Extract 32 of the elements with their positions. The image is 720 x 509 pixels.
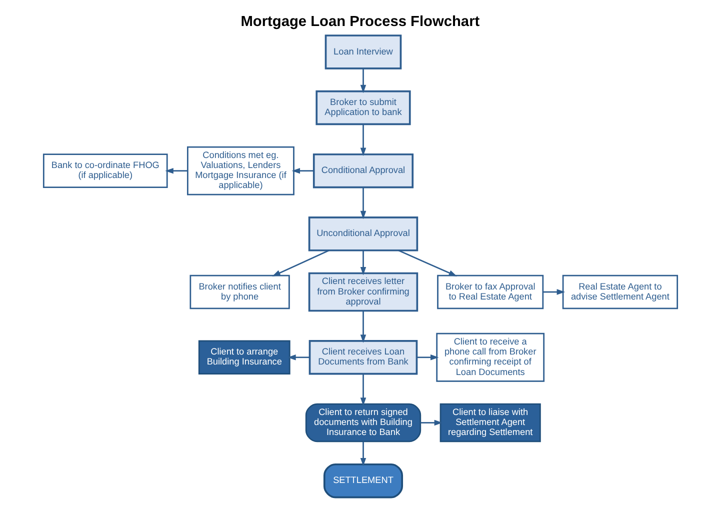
node-box: Unconditional Approval: [308, 216, 418, 252]
node-box: Client to return signed documents with Building Insurance to Bank: [304, 403, 421, 442]
node-box: Conditions met eg. Valuations, Lenders Mortgage Insurance (if applicable): [186, 146, 294, 196]
node-box: Client to liaise with Settlement Agent regarding Settlement: [439, 403, 540, 442]
node-box: Client receives letter from Broker confirming approval: [308, 272, 418, 312]
node-box: Broker notifies client by phone: [189, 274, 290, 310]
node-box: Real Estate Agent to advise Settlement Agent: [562, 274, 678, 310]
arrow: [416, 354, 438, 360]
node-box: Broker to fax Approval to Real Estate Agent: [436, 274, 544, 310]
node-box: Broker to submit Application to bank: [315, 90, 410, 126]
node-box: Bank to co-ordinate FHOG (if applicable): [42, 154, 168, 188]
node-box: Loan Interview: [324, 34, 402, 70]
arrow: [164, 168, 188, 174]
arrow: [542, 289, 565, 295]
diagram-title: Mortgage Loan Process Flowchart: [240, 14, 480, 30]
node-box: Client to arrange Building Insurance: [198, 340, 290, 375]
arrow: [360, 68, 366, 94]
arrow: [360, 442, 366, 466]
node-box: Conditional Approval: [312, 153, 414, 188]
arrow: [420, 420, 442, 426]
arrow: [398, 250, 457, 276]
arrow: [291, 168, 314, 174]
arrow: [272, 250, 329, 276]
node-box: SETTLEMENT: [322, 463, 403, 498]
node-box: Client receives Loan Documents from Bank: [308, 340, 418, 375]
arrow: [360, 188, 366, 220]
arrow: [360, 310, 366, 343]
node-box: Client to receive a phone call from Broker confirming receipt of Loan Documents: [436, 332, 544, 382]
arrow: [360, 124, 366, 156]
arrow: [287, 354, 309, 360]
arrow: [360, 250, 366, 276]
arrow: [360, 374, 366, 406]
